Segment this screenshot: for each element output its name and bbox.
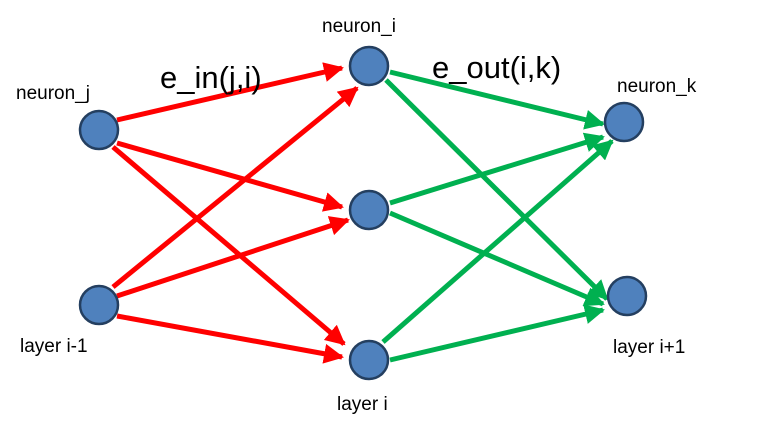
label-neuron-k: neuron_k [617, 76, 697, 97]
edge-i3-k2 [389, 304, 605, 363]
edge-i1-k2 [384, 78, 609, 301]
edge-j2-i1 [111, 86, 359, 289]
edge-i1-k1 [389, 69, 605, 130]
node-layer-prev-1 [78, 109, 120, 151]
label-layer-prev: layer i-1 [20, 336, 88, 357]
label-e-in: e_in(j,i) [160, 60, 262, 95]
edge-j2-i3 [116, 313, 344, 364]
label-neuron-i: neuron_i [322, 16, 396, 37]
edge-j2-i2 [116, 216, 350, 299]
nodes [78, 45, 648, 381]
node-layer-cur-2 [348, 189, 390, 231]
edge-i2-k2 [389, 210, 605, 307]
label-layer-next: layer i+1 [613, 337, 685, 358]
incoming-edges [111, 62, 359, 364]
node-layer-cur-1 [348, 45, 390, 87]
edge-i2-k1 [389, 132, 605, 206]
edge-j1-i3 [111, 145, 346, 346]
edge-j1-i2 [116, 140, 344, 212]
label-e-out: e_out(i,k) [432, 50, 561, 85]
node-layer-next-1 [603, 101, 645, 143]
node-layer-prev-2 [78, 284, 120, 326]
edge-i3-k1 [381, 139, 614, 344]
node-layer-next-2 [606, 275, 648, 317]
outgoing-edges [381, 69, 614, 363]
edge-j1-i1 [116, 62, 344, 123]
label-neuron-j: neuron_j [16, 83, 90, 104]
node-layer-cur-3 [348, 339, 390, 381]
label-layer-cur: layer i [337, 394, 388, 415]
